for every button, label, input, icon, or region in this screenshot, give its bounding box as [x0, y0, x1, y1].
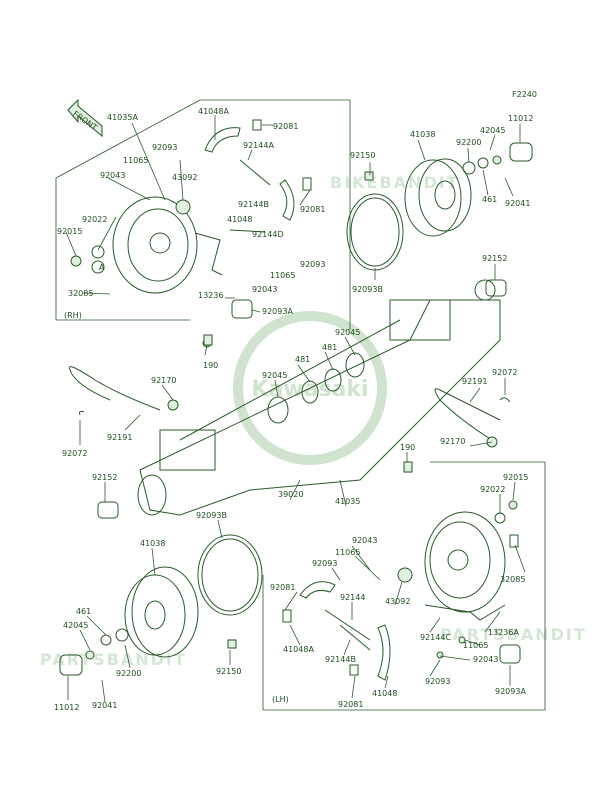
- part-label-42045: 42045: [63, 621, 88, 630]
- rh-group-bracket-top: [55, 99, 201, 179]
- part-label-92200: 92200: [456, 138, 481, 147]
- part-label-92093: 92093: [300, 260, 325, 269]
- part-label-92045: 92045: [262, 371, 287, 380]
- part-label-92081: 92081: [270, 583, 295, 592]
- part-label-92200: 92200: [116, 669, 141, 678]
- lh-group-bracket: [263, 461, 546, 711]
- part-label-92093A: 92093A: [495, 687, 526, 696]
- part-label-481: 481: [295, 355, 310, 364]
- part-label-92152: 92152: [92, 473, 117, 482]
- part-label-92041: 92041: [505, 199, 530, 208]
- part-label-11012: 11012: [54, 703, 79, 712]
- part-label-92072: 92072: [62, 449, 87, 458]
- part-label-92081: 92081: [273, 122, 298, 131]
- part-label-92022: 92022: [82, 215, 107, 224]
- part-label-92015: 92015: [57, 227, 82, 236]
- part-label-92081: 92081: [338, 700, 363, 709]
- part-label-92093A: 92093A: [262, 307, 293, 316]
- pivot-bushings: [97, 279, 507, 519]
- part-label-92045: 92045: [335, 328, 360, 337]
- part-label-92191: 92191: [107, 433, 132, 442]
- part-label-92072: 92072: [492, 368, 517, 377]
- part-label-92093B: 92093B: [196, 511, 227, 520]
- part-label-481: 481: [322, 343, 337, 352]
- part-label-41048A: 41048A: [283, 645, 314, 654]
- rh-group-bracket: [55, 178, 190, 321]
- rh-side-label: (RH): [64, 311, 82, 320]
- part-label-190: 190: [203, 361, 218, 370]
- part-label-461: 461: [482, 195, 497, 204]
- part-label-92022: 92022: [480, 485, 505, 494]
- swing-arm: [137, 279, 501, 516]
- figure-code: F2240: [512, 90, 537, 99]
- part-label-92043: 92043: [473, 655, 498, 664]
- part-label-32085: 32085: [500, 575, 525, 584]
- part-label-41038: 41038: [140, 539, 165, 548]
- part-label-13236: 13236: [198, 291, 223, 300]
- part-label-92144B: 92144B: [325, 655, 356, 664]
- part-label-92191: 92191: [462, 377, 487, 386]
- part-label-92043: 92043: [252, 285, 277, 294]
- part-label-92170: 92170: [151, 376, 176, 385]
- part-label-92093B: 92093B: [352, 285, 383, 294]
- part-label-41048: 41048: [227, 215, 252, 224]
- part-label-43092: 43092: [172, 173, 197, 182]
- part-label-41048: 41048: [372, 689, 397, 698]
- part-label-92150: 92150: [350, 151, 375, 160]
- front-arrow-icon: FRONT: [67, 98, 103, 138]
- part-label-11065: 11065: [463, 641, 488, 650]
- watermark-strip: BIKEBANDIT: [330, 173, 460, 192]
- part-label-39020: 39020: [278, 490, 303, 499]
- part-label-43092: 43092: [385, 597, 410, 606]
- part-label-92041: 92041: [92, 701, 117, 710]
- part-label-92144A: 92144A: [243, 141, 274, 150]
- lh-side-label: (LH): [272, 695, 289, 704]
- part-label-92144: 92144: [340, 593, 365, 602]
- watermark-strip: PARTSBANDIT: [440, 625, 587, 644]
- leader-lines: [65, 115, 526, 703]
- part-label-32085: 32085: [68, 289, 93, 298]
- part-label-11065: 11065: [123, 156, 148, 165]
- part-label-92093: 92093: [425, 677, 450, 686]
- part-label-92093: 92093: [152, 143, 177, 152]
- part-label-92043: 92043: [100, 171, 125, 180]
- lh-brake-panel: [397, 500, 519, 613]
- part-label-92144D: 92144D: [252, 230, 284, 239]
- part-label-42045: 42045: [480, 126, 505, 135]
- part-label-92081: 92081: [300, 205, 325, 214]
- part-label-92144B: 92144B: [238, 200, 269, 209]
- part-label-92043: 92043: [352, 536, 377, 545]
- part-label-92150: 92150: [216, 667, 241, 676]
- part-label-11065: 11065: [335, 548, 360, 557]
- breather-hoses: [68, 334, 511, 473]
- part-label-A: A: [99, 263, 105, 272]
- part-label-461: 461: [76, 607, 91, 616]
- part-label-92152: 92152: [482, 254, 507, 263]
- part-label-92093: 92093: [312, 559, 337, 568]
- part-label-11065: 11065: [270, 271, 295, 280]
- part-label-92144C: 92144C: [420, 633, 451, 642]
- part-label-190: 190: [400, 443, 415, 452]
- lh-brake-shoes: [282, 581, 521, 681]
- part-labels: 41035A 41048A 92081 92144A 92093 11065 4…: [54, 107, 533, 712]
- part-label-41048A: 41048A: [198, 107, 229, 116]
- part-label-11012: 11012: [508, 114, 533, 123]
- rh-brake-panel: [70, 196, 198, 294]
- lh-brake-drum: [59, 534, 263, 676]
- part-label-92015: 92015: [503, 473, 528, 482]
- rh-brake-drum: [346, 142, 533, 271]
- part-label-41035: 41035: [335, 497, 360, 506]
- part-label-13236A: 13236A: [488, 628, 519, 637]
- part-label-41038: 41038: [410, 130, 435, 139]
- part-label-92170: 92170: [440, 437, 465, 446]
- part-label-41035A: 41035A: [107, 113, 138, 122]
